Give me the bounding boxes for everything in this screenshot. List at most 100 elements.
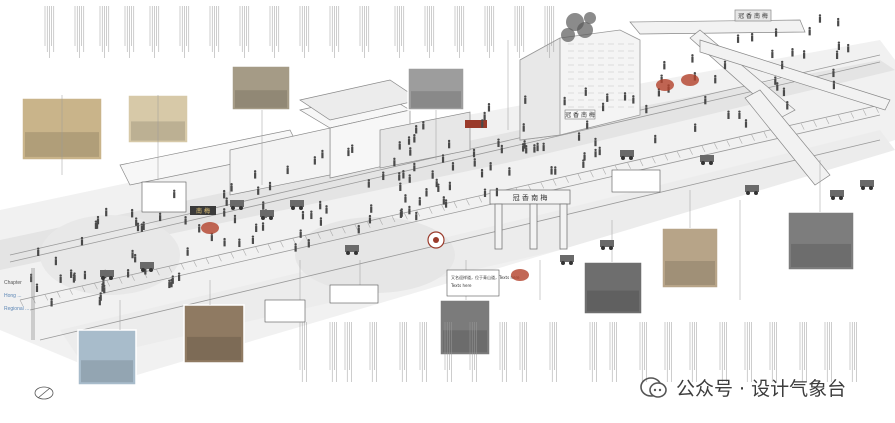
person-figure — [253, 170, 257, 179]
kerb-tick — [44, 294, 49, 301]
person-figure — [140, 223, 144, 232]
kerb-tick — [168, 266, 173, 273]
cart-vehicle — [345, 245, 359, 255]
person-figure — [408, 174, 411, 183]
person-figure — [313, 156, 317, 165]
wechat-official-account-icon — [640, 376, 668, 400]
kerb-tick — [763, 131, 768, 139]
person-figure — [554, 166, 557, 175]
person-figure — [487, 103, 491, 112]
kerb-tick — [379, 218, 383, 225]
person-figure — [173, 189, 176, 199]
person-figure — [473, 158, 476, 167]
person-figure — [408, 205, 411, 215]
person-figure — [223, 237, 226, 247]
person-figure — [225, 197, 228, 206]
kerb-tick — [602, 168, 607, 175]
kerb-tick — [664, 154, 669, 161]
person-figure — [382, 171, 385, 181]
person-figure — [398, 172, 401, 181]
historical-photo — [77, 329, 137, 386]
kerb-tick — [354, 224, 359, 231]
person-figure — [347, 147, 350, 157]
person-figure — [727, 110, 730, 119]
kerb-tick — [131, 274, 135, 281]
watermark-text: 公众号 · 设计气象台 — [676, 378, 847, 400]
person-figure — [832, 80, 836, 90]
cart-vehicle — [230, 200, 244, 210]
tower-mid-sign-text: 冠 香 南 梅 — [565, 111, 595, 119]
person-figure — [836, 17, 840, 27]
person-figure — [50, 297, 53, 307]
tower-mid-sign — [564, 109, 596, 120]
person-figure — [818, 14, 822, 23]
person-figure — [606, 93, 609, 102]
memorial-arch: 冠 香 南 梅 — [489, 189, 571, 250]
kerb-tick — [19, 299, 24, 307]
legend-label-2: Hong ... — [4, 293, 22, 299]
kerb-tick — [689, 148, 693, 155]
kerb-tick — [404, 213, 408, 220]
person-figure — [663, 60, 666, 70]
person-figure — [170, 278, 173, 288]
person-figure — [654, 134, 657, 144]
ground-plane — [0, 40, 895, 380]
person-figure — [723, 60, 727, 70]
person-figure — [319, 217, 323, 226]
text-callouts: 又名迎祥道，位于青山道，Texts here Texts here — [141, 169, 661, 323]
person-figure — [198, 223, 201, 233]
person-figure — [310, 210, 313, 220]
arch-sign-text: 冠 香 南 梅 — [513, 193, 548, 202]
watermark: 公众号 · 设计气象台 — [640, 374, 846, 401]
cart-vehicle — [700, 155, 714, 165]
person-figure — [222, 189, 226, 199]
person-figure — [522, 123, 525, 132]
kerb-tick — [652, 157, 656, 164]
road-lines — [9, 54, 881, 341]
kerb-tick — [577, 173, 582, 181]
smoke-cloud — [561, 12, 596, 42]
person-figure — [133, 253, 137, 263]
person-figure — [131, 249, 134, 259]
historical-photo — [183, 304, 245, 364]
historical-photo — [407, 67, 465, 111]
kerb-tick — [701, 145, 706, 153]
person-figure — [393, 157, 396, 167]
person-figure — [693, 123, 697, 132]
person-figure — [418, 196, 422, 206]
person-figure — [774, 76, 777, 85]
cart-vehicle — [290, 200, 304, 210]
person-figure — [351, 144, 354, 153]
person-figure — [402, 169, 405, 179]
person-figure — [594, 137, 597, 147]
person-figure — [780, 60, 784, 70]
cart-vehicle — [860, 180, 874, 190]
person-figure — [370, 204, 373, 213]
cart-vehicle — [600, 240, 614, 250]
person-figure — [35, 283, 39, 293]
kerb-tick — [106, 280, 111, 287]
kerb-tick — [714, 143, 718, 150]
kerb-tick — [813, 120, 817, 127]
tower-building: 冠 香 南 梅 — [519, 29, 641, 141]
person-figure — [837, 41, 841, 50]
person-figure — [791, 48, 794, 57]
person-figure — [451, 162, 455, 171]
tower-top-sign — [734, 9, 772, 22]
person-figure — [321, 149, 324, 159]
person-figure — [442, 196, 446, 205]
kerb-tick — [267, 243, 272, 251]
person-figure — [508, 167, 511, 176]
person-figure — [441, 154, 445, 163]
tower-top-sign-text: 冠 香 南 梅 — [738, 12, 768, 20]
person-figure — [404, 194, 407, 203]
kerb-tick — [627, 162, 631, 169]
red-signboard: 南 梅 — [190, 120, 487, 249]
cart-vehicle — [100, 270, 114, 280]
cart-vehicle — [260, 210, 274, 220]
person-figure — [771, 49, 774, 59]
person-figure — [736, 34, 740, 43]
person-figure — [542, 142, 545, 152]
person-figure — [184, 216, 187, 225]
